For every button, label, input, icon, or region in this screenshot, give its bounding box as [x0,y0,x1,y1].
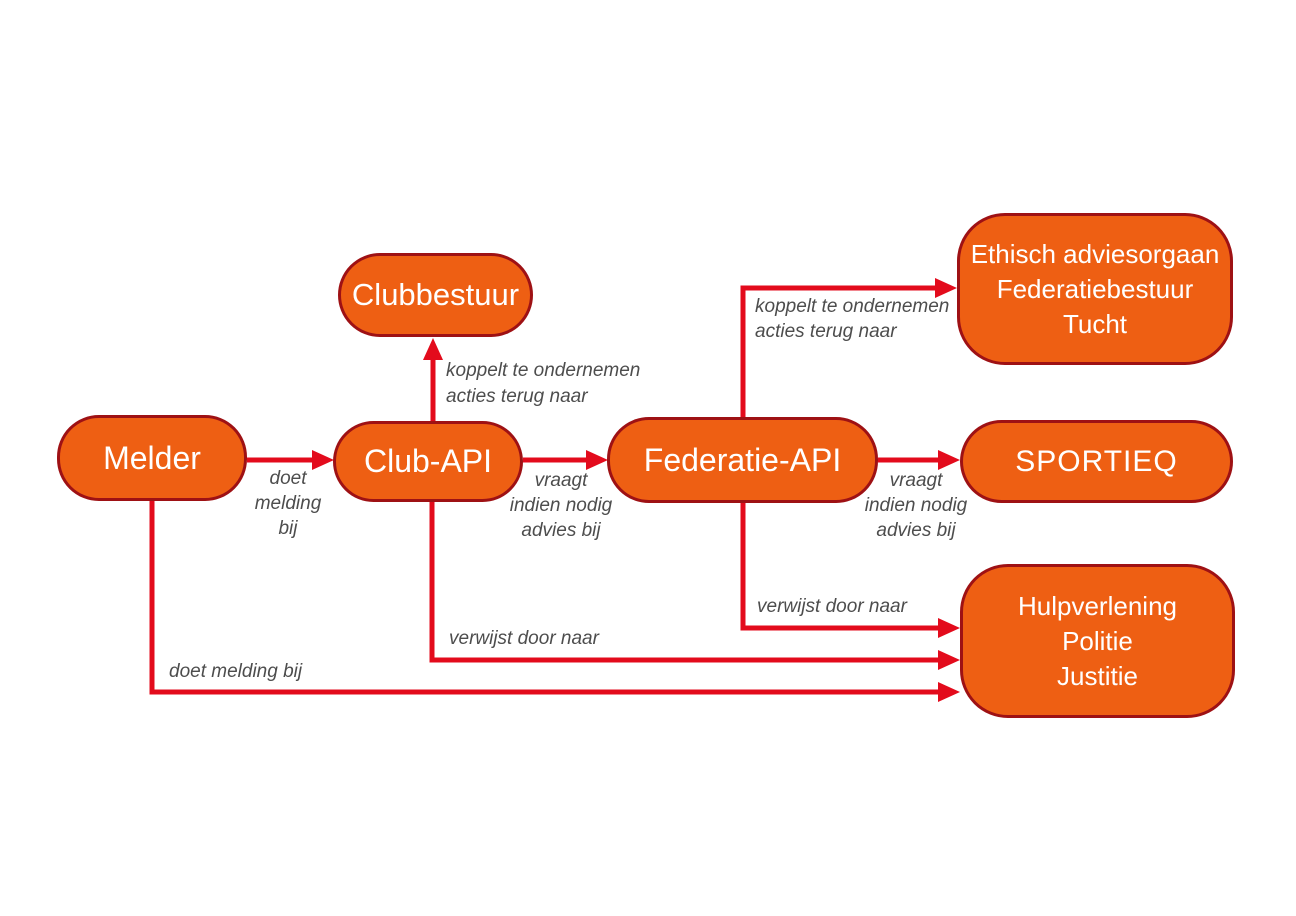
arrowhead-right-icon [935,278,957,298]
arrowhead-up-icon [423,338,443,360]
edge-label-koppelt-terug-clubbestuur: koppelt te ondernemen acties terug naar [446,360,641,407]
edge-label-verwijst-door-federatie: verwijst door naar [757,596,907,617]
arrowhead-right-icon [938,450,960,470]
arrowhead-right-icon [312,450,334,470]
edge-label-doet-melding-bij-hulp: doet melding bij [169,661,303,682]
node-melder-label: Melder [103,439,201,476]
edge-label-verwijst-door-club-api: verwijst door naar [449,628,599,649]
edge-label-koppelt-terug-ethisch: koppelt te ondernemen acties terug naar [755,296,950,342]
edge-club-api-to-federatie-api [523,450,608,470]
arrowhead-right-icon [938,650,960,670]
edge-club-api-to-clubbestuur [423,338,443,421]
edge-label-vraagt-advies-sportieq: vraagt indien nodig advies bij [864,470,968,541]
node-club-api-label: Club-API [363,443,493,479]
node-clubbestuur: Clubbestuur [338,253,533,337]
node-sportieq-label: SPORTIEQ [1015,444,1178,478]
node-federatie-api: Federatie-API [607,417,878,503]
node-ethisch-adviesorgaan-label: Ethisch adviesorgaan Federatiebestuur Tu… [970,238,1220,339]
edge-federatie-api-to-hulpverlening [740,503,960,638]
edge-label-vraagt-advies-federatie: vraagt indien nodig advies bij [509,470,613,541]
node-clubbestuur-label: Clubbestuur [351,277,520,312]
edge-federatie-api-to-sportieq [878,450,960,470]
node-ethisch-adviesorgaan: Ethisch adviesorgaan Federatiebestuur Tu… [957,213,1233,365]
edge-club-api-to-hulpverlening [429,502,960,670]
node-club-api: Club-API [333,421,523,502]
node-hulpverlening-label: Hulpverlening Politie Justitie [1018,590,1177,691]
edge-melder-to-hulpverlening [149,500,960,702]
node-federatie-api-label: Federatie-API [643,441,842,478]
arrowhead-right-icon [938,618,960,638]
edge-federatie-api-to-ethisch-adviesorgaan [740,278,957,417]
node-melder: Melder [57,415,247,501]
edge-label-doet-melding-bij: doet melding bij [254,468,322,539]
arrowhead-right-icon [586,450,608,470]
node-hulpverlening: Hulpverlening Politie Justitie [960,564,1235,718]
edge-melder-to-club-api [247,450,334,470]
node-sportieq: SPORTIEQ [960,420,1233,503]
arrowhead-right-icon [938,682,960,702]
